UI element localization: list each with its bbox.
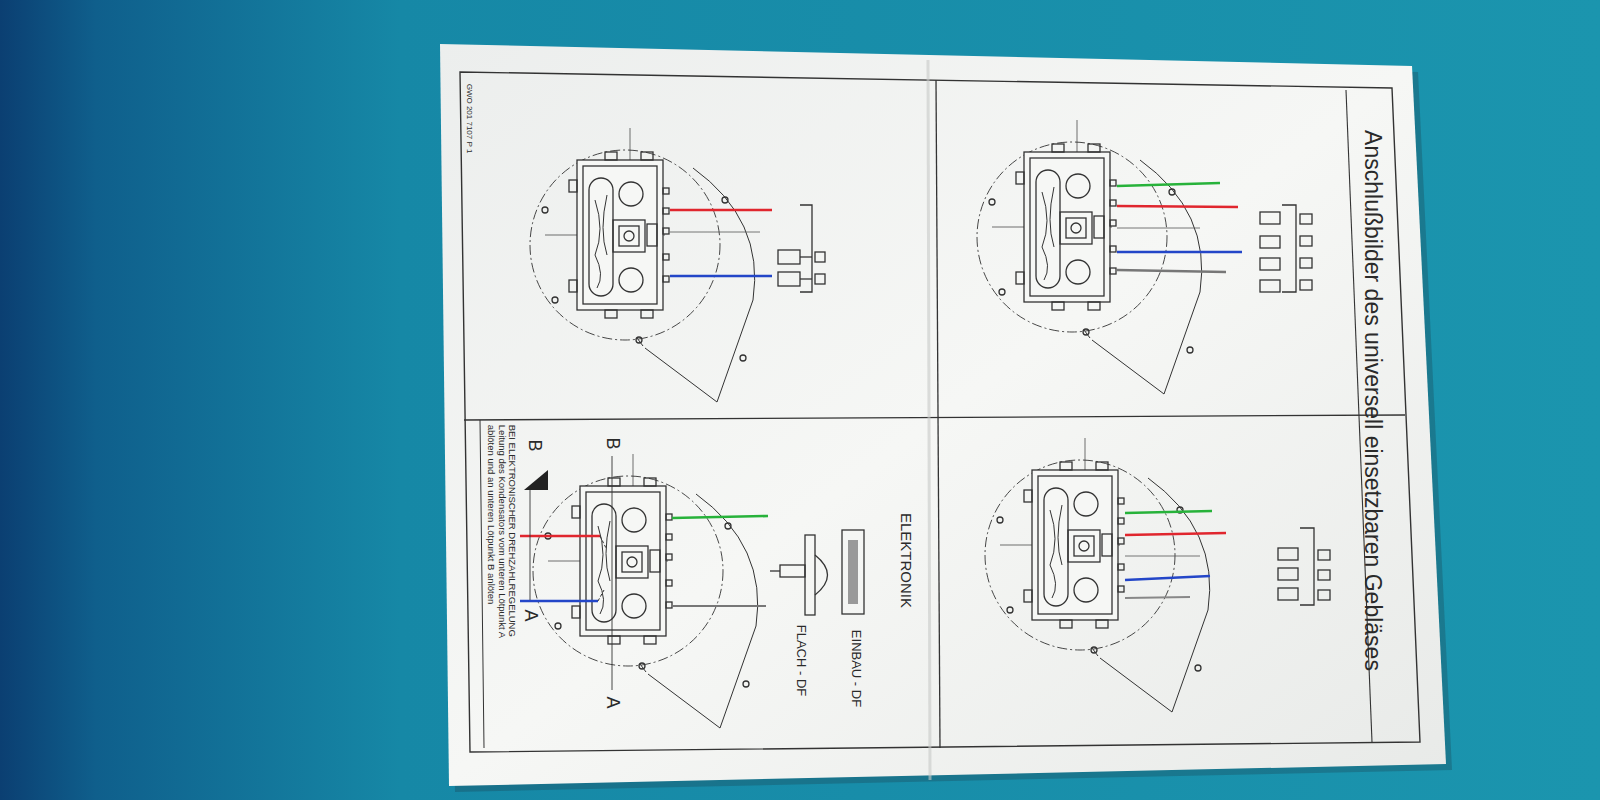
section-letter: A: [602, 696, 623, 708]
section-letter: A: [520, 609, 541, 621]
section-letter: B: [524, 439, 545, 451]
part-name: FLACH - DF: [794, 624, 809, 696]
section-heading: ELEKTRONIK: [898, 512, 915, 607]
sheet-title: Anschlußbilder des universell einsetzbar…: [1358, 130, 1385, 671]
part-name: EINBAU - DF: [849, 629, 864, 706]
drawing-number: GWO 201 7107 P 1: [465, 83, 474, 153]
section-letter: B: [602, 437, 623, 449]
note-text: BEI ELEKTRONISCHER DREHZAHLREGELUNG Leit…: [485, 424, 516, 656]
